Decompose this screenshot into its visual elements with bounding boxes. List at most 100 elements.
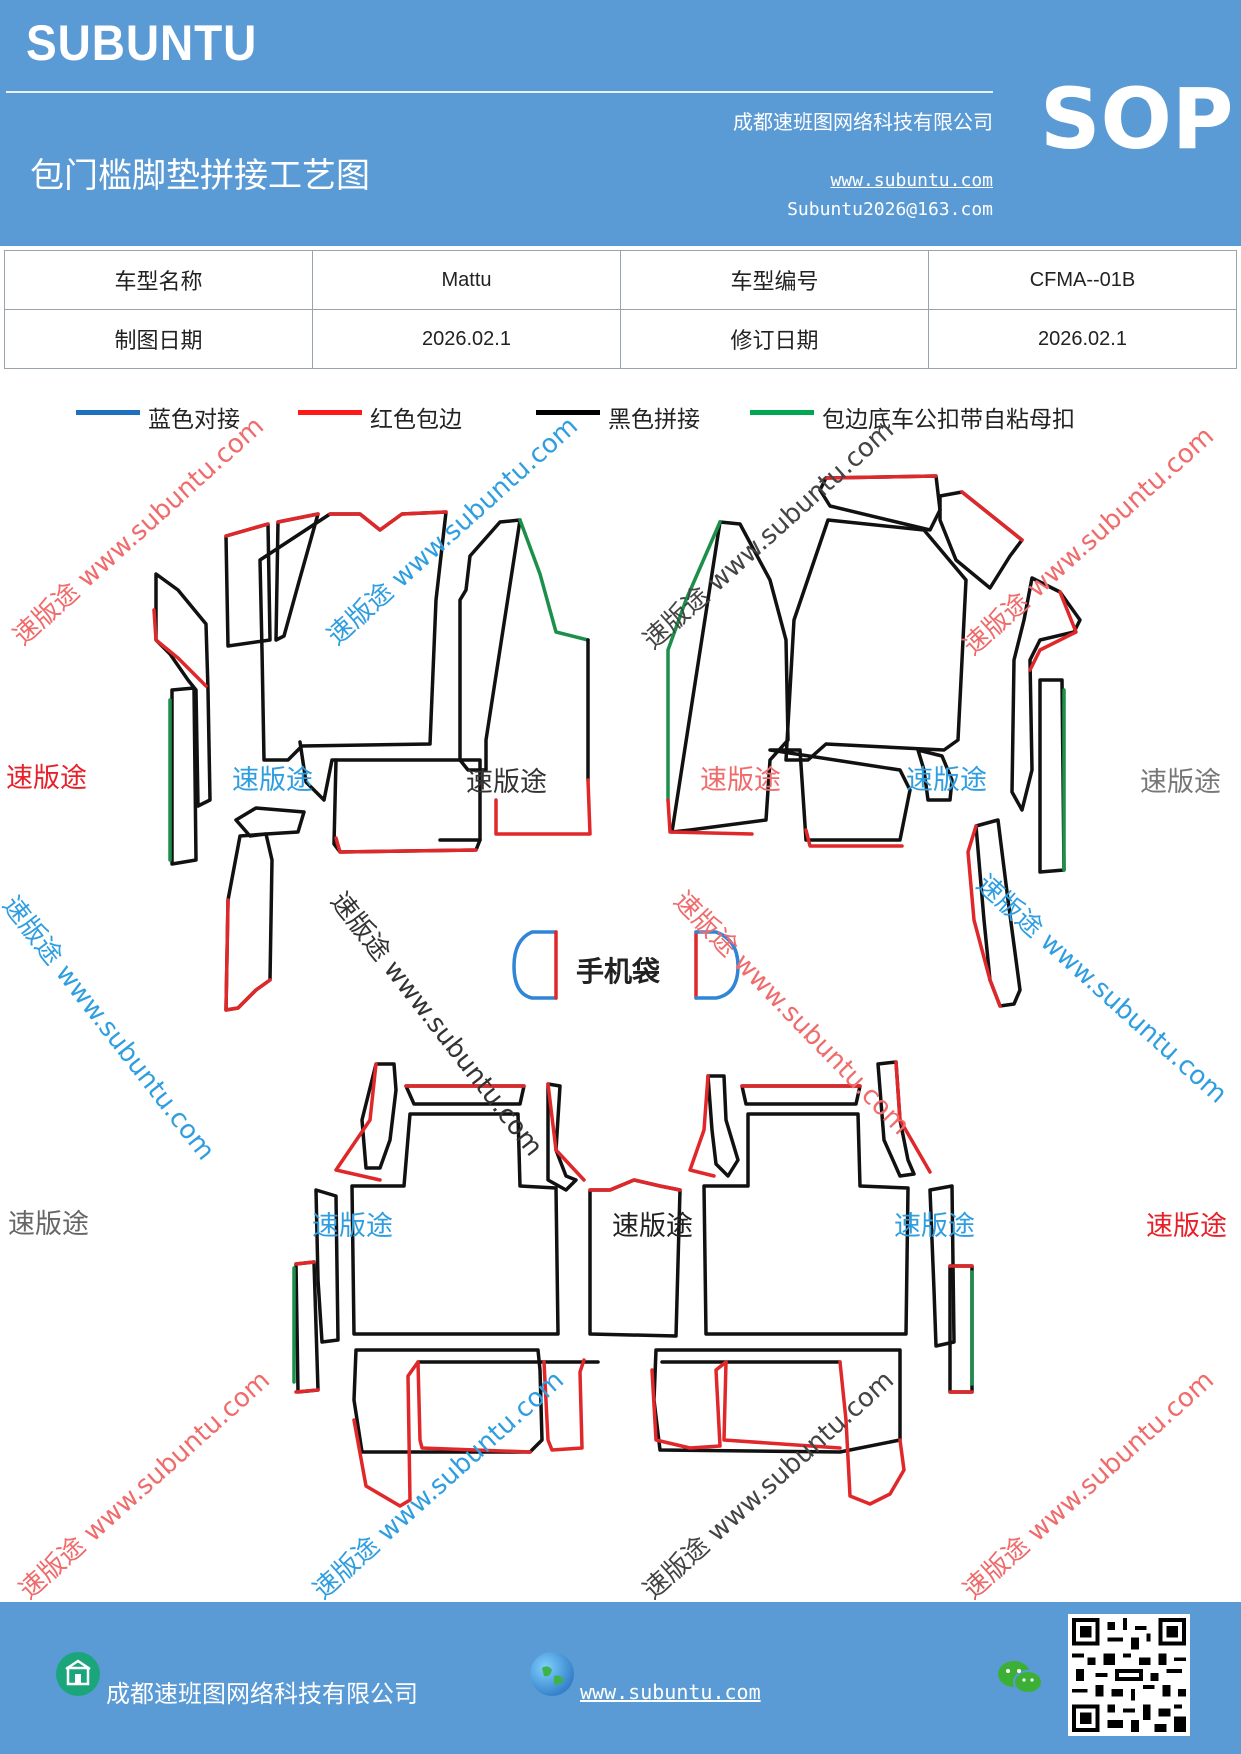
- front-right-mat-group: [666, 474, 1082, 1008]
- watermark-flat: 速版途: [232, 765, 313, 796]
- edge-red: [722, 1360, 842, 1450]
- label-revise-date: 修订日期: [620, 309, 929, 369]
- table-row: 制图日期 2026.02.1 修订日期 2026.02.1: [4, 309, 1237, 369]
- label-draw-date: 制图日期: [4, 309, 313, 369]
- watermark-flat: 速版途: [700, 765, 781, 796]
- edge-red: [494, 778, 592, 836]
- mat-piece: [546, 1082, 578, 1192]
- edge-red: [152, 608, 208, 688]
- edge-green: [666, 520, 722, 802]
- table-row: 车型名称 Mattu 车型编号 CFMA--01B: [4, 250, 1237, 310]
- watermark-flat: 速版途: [1140, 767, 1221, 798]
- mat-piece: [314, 1188, 340, 1344]
- edge-red: [328, 510, 448, 532]
- watermark-flat: 速版途: [1146, 1211, 1227, 1242]
- watermark-flat: 速版途: [906, 765, 987, 796]
- mat-piece: [768, 748, 912, 842]
- header-company: 成都速班图网络科技有限公司: [733, 110, 993, 134]
- header-divider: [6, 91, 993, 93]
- mat-piece: [224, 522, 272, 648]
- legend-blue-label: 蓝色对接: [148, 407, 240, 433]
- edge-red: [542, 1358, 586, 1452]
- edge-red: [294, 1260, 320, 1394]
- watermark-flat: 速版途: [894, 1211, 975, 1242]
- footer-website-link[interactable]: www.subuntu.com: [580, 1680, 761, 1704]
- header-email[interactable]: Subuntu2026@163.com: [787, 199, 993, 220]
- footer-banner: 成都速班图网络科技有限公司 www.subuntu.com: [0, 1602, 1241, 1754]
- vehicle-info-table: 车型名称 Mattu 车型编号 CFMA--01B 制图日期 2026.02.1…: [4, 250, 1237, 369]
- edge-red: [224, 522, 270, 538]
- rear-left-mat-group: [292, 1062, 682, 1508]
- legend-blue-swatch: [76, 410, 140, 415]
- edge-red: [804, 828, 904, 848]
- legend-black-swatch: [536, 410, 600, 415]
- value-model-code: CFMA--01B: [928, 250, 1237, 310]
- mat-piece: [458, 518, 522, 772]
- page-title: 包门槛脚垫拼接工艺图: [30, 156, 370, 196]
- mat-piece: [352, 1348, 544, 1454]
- mat-piece: [294, 1260, 320, 1394]
- mat-piece: [1038, 678, 1066, 874]
- label-model-name: 车型名称: [4, 250, 313, 310]
- edge-red: [588, 1178, 682, 1192]
- brand-logo: SUBUNTU: [26, 15, 258, 71]
- edge-red: [894, 1060, 932, 1174]
- edge-red: [334, 836, 478, 854]
- pocket-right-blue: [694, 930, 740, 1000]
- legend-green-label: 包边底车公扣带自粘母扣: [822, 407, 1075, 433]
- legend-black-label: 黑色拼接: [608, 407, 700, 433]
- mat-piece: [1010, 576, 1082, 812]
- mat-piece: [274, 512, 320, 642]
- legend-red-label: 红色包边: [370, 407, 462, 433]
- edge-red: [352, 1360, 532, 1508]
- mat-piece: [234, 806, 306, 838]
- value-model-name: Mattu: [312, 250, 621, 310]
- phone-pocket-group: [512, 930, 740, 1000]
- edge-red: [838, 1360, 906, 1506]
- phone-pocket-label: 手机袋: [576, 955, 661, 988]
- pocket-left-blue: [512, 930, 558, 1000]
- globe-icon: [530, 1652, 574, 1696]
- mat-piece: [360, 1062, 398, 1170]
- edge-red: [650, 1360, 728, 1450]
- rear-right-mat-group: [650, 1060, 974, 1506]
- mat-piece: [702, 1112, 910, 1336]
- edge-red: [960, 490, 1024, 542]
- watermark-flat: 速版途: [312, 1211, 393, 1242]
- header-banner: SUBUNTU 成都速班图网络科技有限公司 包门槛脚垫拼接工艺图 www.sub…: [0, 0, 1241, 246]
- label-model-code: 车型编号: [620, 250, 929, 310]
- building-icon: [56, 1652, 100, 1696]
- edge-red: [666, 798, 754, 836]
- mat-piece: [928, 1184, 956, 1348]
- edge-red: [688, 1074, 716, 1178]
- value-revise-date: 2026.02.1: [928, 309, 1237, 369]
- edge-red: [966, 824, 1002, 1008]
- header-website-link[interactable]: www.subuntu.com: [830, 170, 993, 191]
- mat-piece: [706, 1074, 740, 1178]
- edge-red: [546, 1082, 586, 1182]
- mat-piece: [332, 758, 482, 854]
- value-draw-date: 2026.02.1: [312, 309, 621, 369]
- watermark-flat: 速版途: [466, 767, 547, 798]
- front-left-mat-group: [152, 510, 592, 1012]
- mat-piece: [170, 686, 198, 866]
- mat-piece: [298, 740, 482, 842]
- legend-green-swatch: [750, 410, 814, 415]
- edge-red: [1028, 590, 1078, 672]
- mat-piece: [916, 748, 954, 802]
- watermark-flat: 速版途: [6, 763, 87, 794]
- wechat-icon[interactable]: [996, 1658, 1044, 1698]
- edge-red: [948, 1264, 974, 1394]
- mat-piece: [784, 518, 968, 762]
- legend-red-swatch: [298, 410, 362, 415]
- watermark-flat: 速版途: [8, 1209, 89, 1240]
- edge-red: [224, 898, 272, 1012]
- mat-piece: [974, 818, 1022, 1008]
- edge-red: [824, 474, 938, 480]
- footer-company: 成都速班图网络科技有限公司: [106, 1680, 418, 1708]
- qr-code: [1068, 1614, 1190, 1736]
- watermark-flat: 速版途: [612, 1211, 693, 1242]
- edge-green: [518, 518, 590, 642]
- sop-badge: SOP: [1040, 70, 1234, 168]
